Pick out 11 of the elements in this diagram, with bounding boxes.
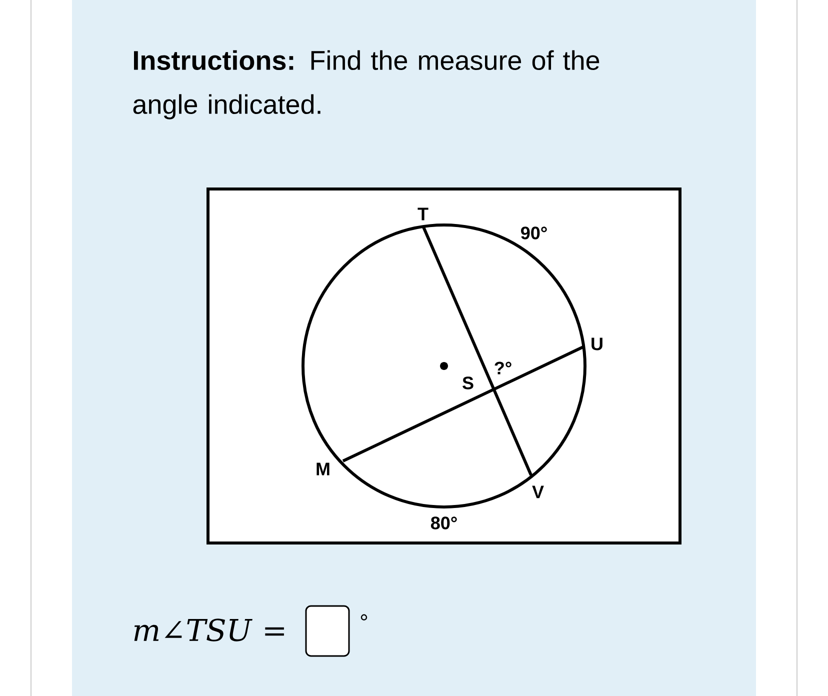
equation-text: m∠TSU = xyxy=(134,618,284,642)
point-label: S xyxy=(462,376,474,390)
point-label: U xyxy=(592,338,602,350)
degree-sign: ° xyxy=(360,614,368,620)
arc-label: 80° xyxy=(430,516,457,530)
angle-label: ?° xyxy=(494,362,512,374)
instructions-text: Instructions: Find the measure of the angle indicated. xyxy=(133,50,600,120)
point-label: T xyxy=(418,208,428,220)
point-label: M xyxy=(316,462,330,476)
point-label: V xyxy=(532,486,544,498)
arc-label: 90° xyxy=(521,226,547,240)
